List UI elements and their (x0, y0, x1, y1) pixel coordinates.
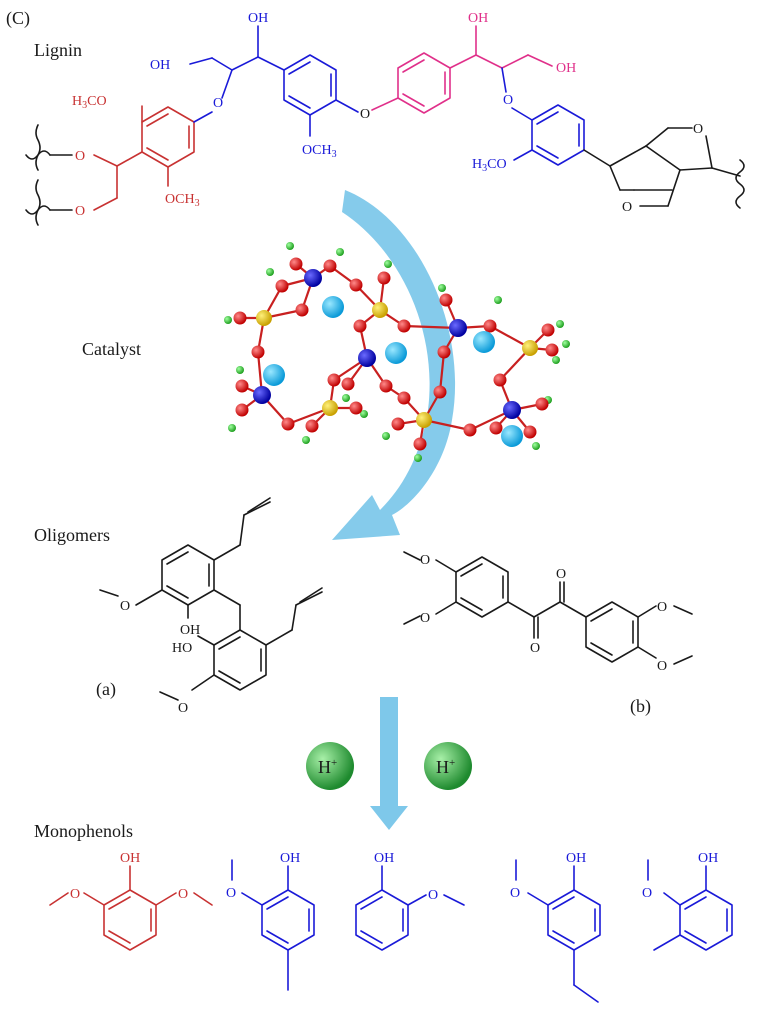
section-label-lignin: Lignin (34, 40, 82, 60)
panel-label: (C) (6, 8, 30, 29)
hydrogen-atoms (224, 242, 570, 462)
atom-o: O (226, 886, 236, 901)
proton-label: H+ (436, 757, 455, 777)
methoxy-label: H3CO (72, 94, 107, 111)
atom-o: O (360, 107, 370, 122)
catalyst-framework (224, 242, 570, 462)
atom-o: O (120, 599, 130, 614)
atom-o: O (503, 93, 513, 108)
atom-oh: OH (280, 851, 300, 866)
atom-oh: OH (180, 623, 200, 638)
furofuran-unit (609, 127, 745, 209)
hydroxyphenyl-unit (371, 25, 553, 114)
methoxy-label: OCH3 (165, 192, 200, 209)
atom-o: O (428, 888, 438, 903)
atom-o: O (510, 886, 520, 901)
monophenol-3-methylguaiacol (647, 859, 733, 951)
oxygen-atoms (233, 257, 559, 451)
monophenol-guaiacol (355, 865, 465, 951)
atom-o: O (75, 204, 85, 219)
atom-oh: OH (150, 58, 170, 73)
atom-o: O (178, 887, 188, 902)
atom-o: O (657, 600, 667, 615)
proton-right: H+ (424, 742, 472, 790)
proton-left: H+ (306, 742, 354, 790)
atom-o: O (70, 887, 80, 902)
process-arrow-down (370, 697, 408, 830)
oligomer-tag-b: (b) (630, 696, 651, 717)
guaiacyl-unit-2 (511, 104, 611, 167)
cation-atoms (263, 296, 523, 447)
atom-o: O (657, 659, 667, 674)
atom-o: O (75, 149, 85, 164)
atom-o: O (420, 611, 430, 626)
atom-o: O (556, 567, 566, 582)
atom-o: O (693, 122, 703, 137)
atom-o: O (178, 701, 188, 716)
monophenol-methylguaiacol (231, 859, 315, 991)
lignin-structure: O O H3CO OCH3 O OH OH O OCH3 (25, 11, 745, 226)
section-label-catalyst: Catalyst (82, 339, 141, 359)
process-arrow-curved (332, 190, 456, 540)
monophenol-ethylguaiacol (515, 859, 601, 1003)
atom-oh: OH (374, 851, 394, 866)
methoxy-label: H3CO (472, 157, 507, 174)
section-label-oligomers: Oligomers (34, 525, 110, 545)
atom-o: O (213, 96, 223, 111)
atom-ho: HO (172, 641, 192, 656)
monophenol-syringol (49, 865, 213, 951)
atom-o: O (530, 641, 540, 656)
atom-oh: OH (120, 851, 140, 866)
atom-oh: OH (698, 851, 718, 866)
atom-oh: OH (566, 851, 586, 866)
methoxy-label: OCH3 (302, 143, 337, 160)
proton-label: H+ (318, 757, 337, 777)
oligomer-a (99, 497, 323, 701)
atom-oh: OH (556, 61, 576, 76)
metal-atoms (253, 269, 521, 419)
atom-o: O (642, 886, 652, 901)
atom-o: O (420, 553, 430, 568)
oligomer-tag-a: (a) (96, 679, 116, 700)
wavy-bond-left (25, 124, 73, 226)
guaiacyl-unit-1 (189, 25, 359, 137)
oligomer-b (403, 551, 693, 665)
atom-o: O (622, 200, 632, 215)
atom-oh: OH (468, 11, 488, 26)
phosphorus-atoms (256, 302, 538, 428)
syringyl-unit (93, 105, 213, 211)
atom-oh: OH (248, 11, 268, 26)
section-label-monophenols: Monophenols (34, 821, 133, 841)
